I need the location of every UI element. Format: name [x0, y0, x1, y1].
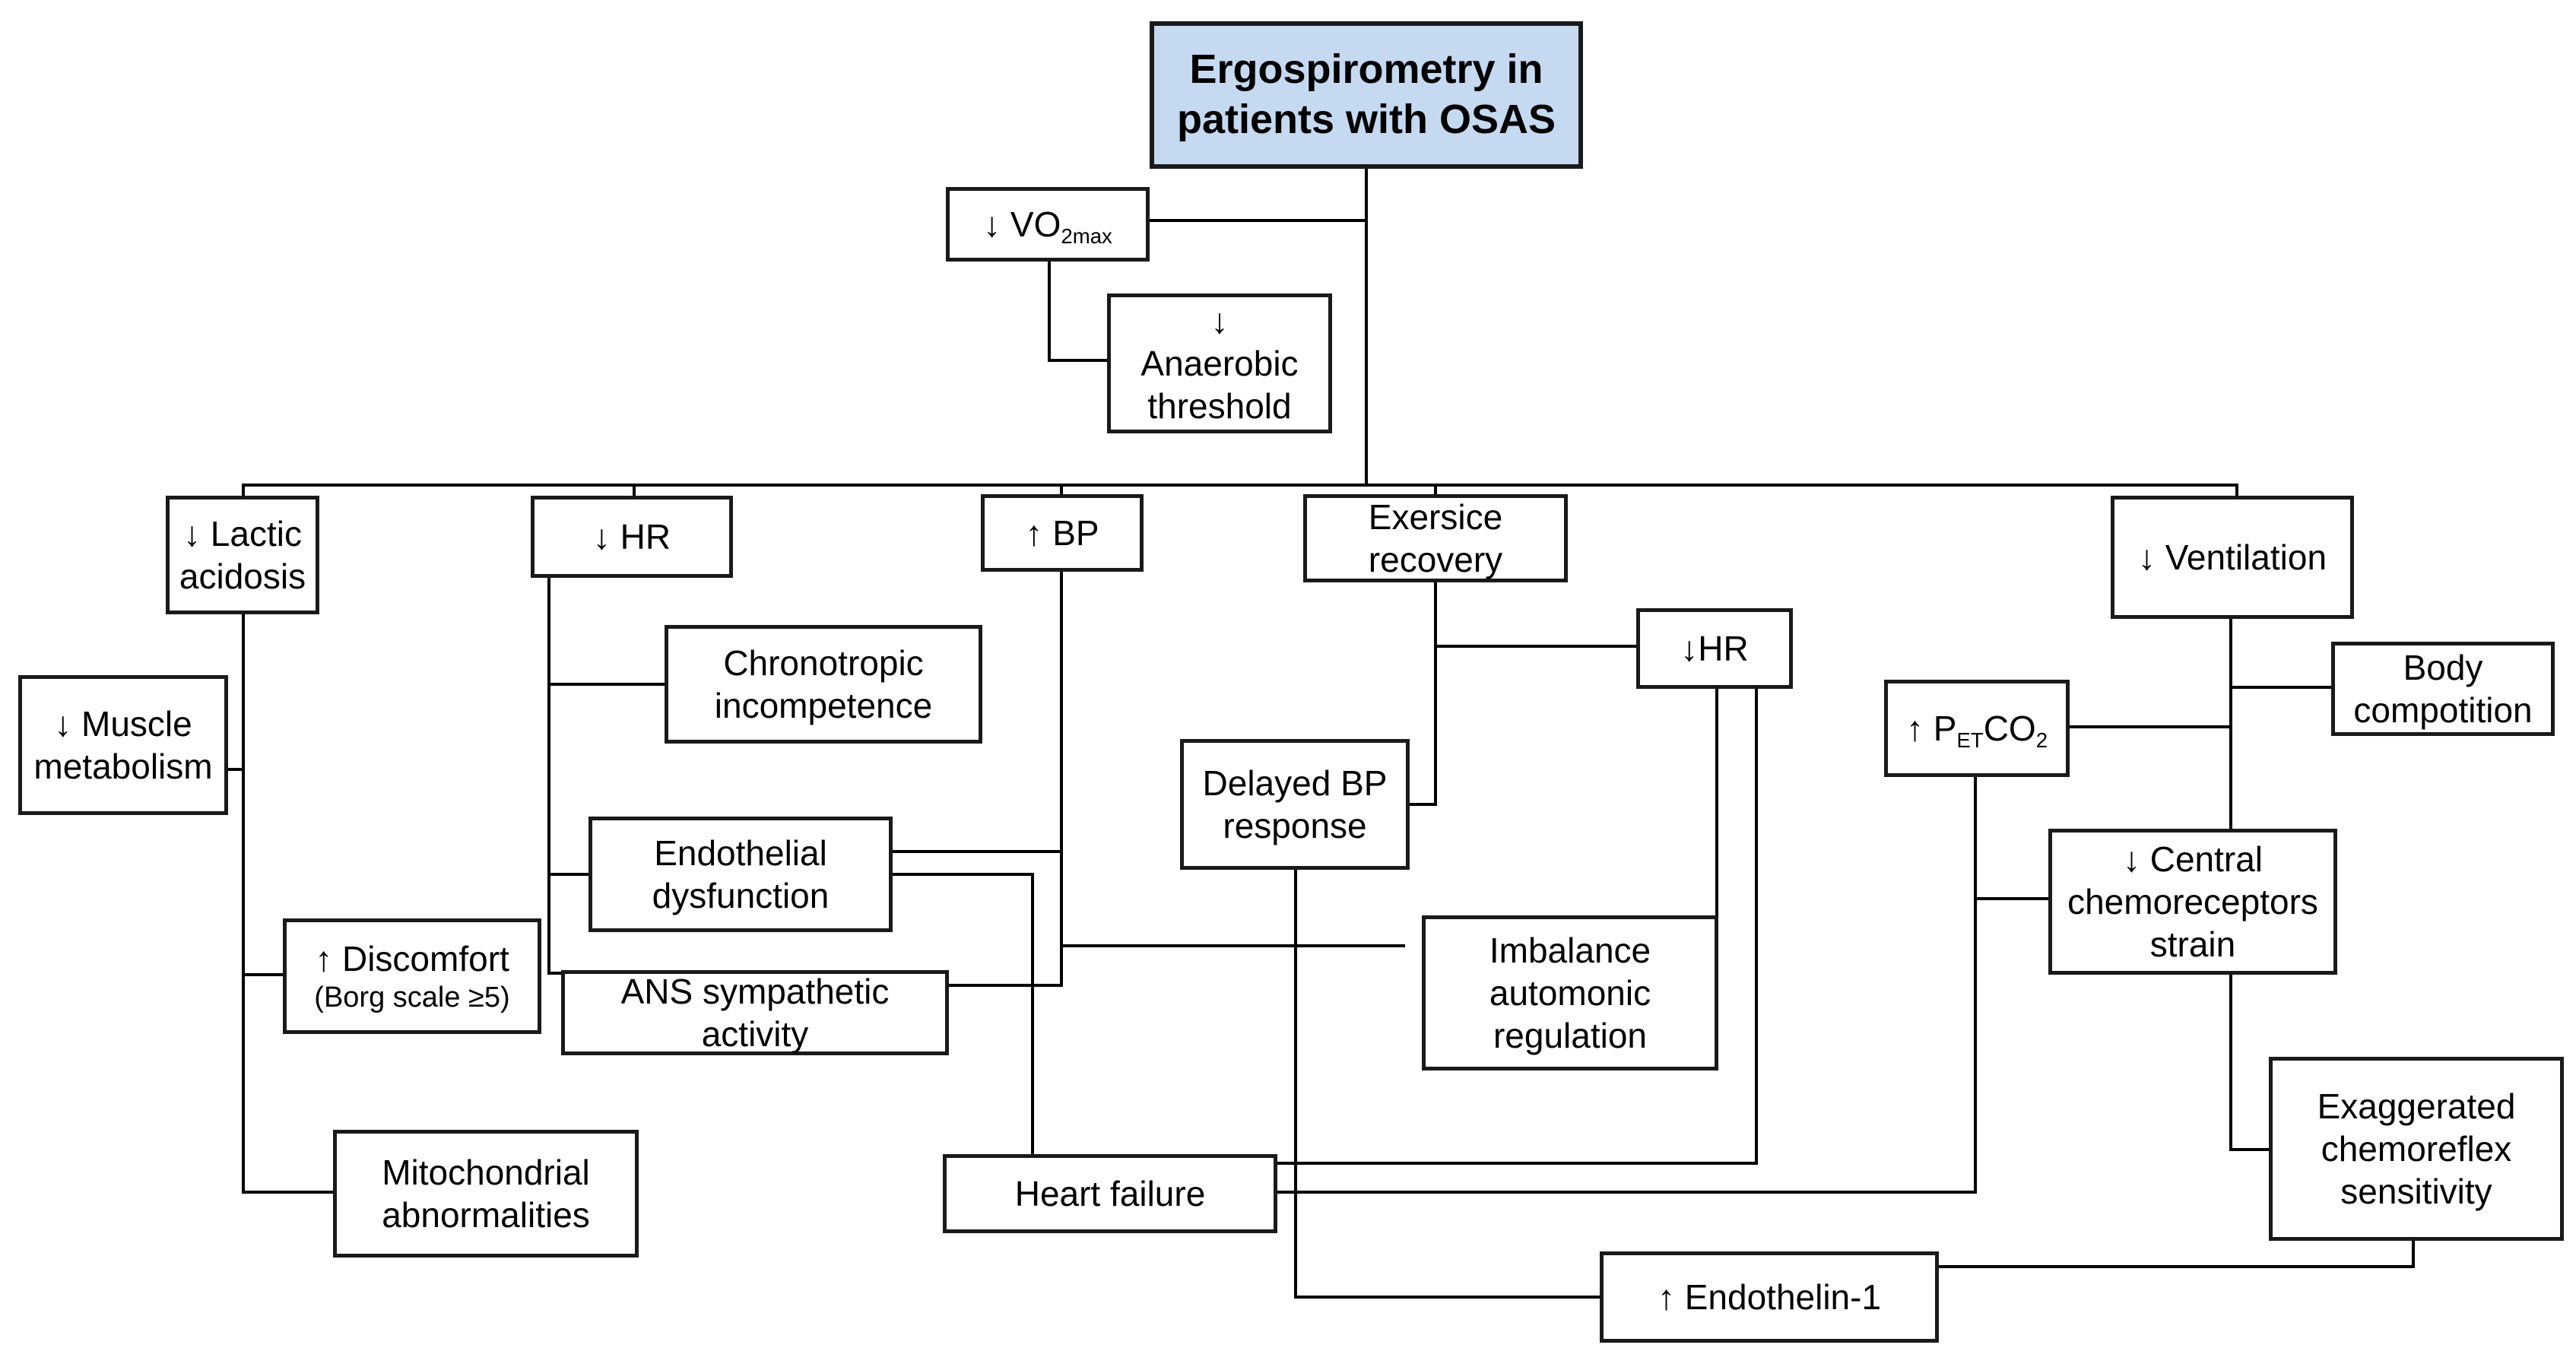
bp-node: ↑ BP [981, 494, 1144, 572]
node-label: automonic [1489, 972, 1651, 1013]
delayed-bp-node: Delayed BP response [1180, 739, 1410, 870]
node-label: Exaggerated [2317, 1086, 2516, 1126]
node-label: ↓ Muscle [54, 703, 192, 744]
ventilation-node: ↓ Ventilation [2111, 496, 2354, 619]
node-label: sensitivity [2340, 1172, 2492, 1212]
central-chemoreceptors-node: ↓ Central chemoreceptors strain [2048, 829, 2337, 975]
hr-recovery-node: ↓HR [1636, 608, 1793, 689]
node-label: acidosis [179, 557, 306, 596]
mitochondrial-node: Mitochondrial abnormalities [333, 1130, 639, 1258]
node-label: strain [2149, 925, 2236, 965]
node-label: Imbalance [1489, 930, 1651, 970]
node-label: compotition [2353, 690, 2533, 730]
node-label: chemoreceptors [2067, 881, 2318, 921]
node-label: dysfunction [652, 876, 830, 915]
muscle-metabolism-node: ↓ Muscle metabolism [18, 675, 228, 815]
node-label: incompetence [714, 686, 933, 725]
title-node: Ergospirometry in patients with OSAS [1150, 21, 1583, 169]
two-subscript: 2 [2035, 728, 2048, 752]
endothelin-node: ↑ Endothelin-1 [1600, 1251, 1939, 1343]
node-label: Body [2403, 647, 2483, 687]
et-subscript: ET [1956, 728, 1984, 752]
vo2max-subscript: 2max [1061, 224, 1112, 248]
node-label: regulation [1493, 1016, 1648, 1056]
vo-text: VO [1010, 204, 1061, 244]
node-label: ↓ Ventilation [2137, 537, 2327, 577]
node-label: activity [701, 1014, 809, 1054]
body-composition-node: Body compotition [2331, 642, 2555, 736]
heart-failure-node: Heart failure [943, 1154, 1277, 1233]
exercise-recovery-node: Exersice recovery [1303, 494, 1568, 582]
node-label: ↓ VO2max [983, 203, 1112, 246]
endothelial-node: Endothelial dysfunction [588, 817, 893, 932]
node-label: ↓ HR [592, 516, 671, 557]
node-label: Chronotropic [723, 642, 924, 683]
node-label: Endothelial [654, 833, 827, 873]
node-label: Delayed BP [1202, 763, 1388, 803]
node-label: threshold [1147, 386, 1292, 427]
node-label: ↓ Central [2122, 839, 2264, 879]
imbalance-node: Imbalance automonic regulation [1422, 915, 1718, 1070]
node-label: Anaerobic [1140, 343, 1299, 383]
co-text: CO [1983, 708, 2036, 748]
node-label: patients with OSAS [1176, 97, 1556, 142]
chronotropic-node: Chronotropic incompetence [665, 625, 982, 744]
node-label: response [1223, 806, 1367, 845]
node-label: ↑ PETCO2 [1906, 707, 2048, 750]
vo2max-node: ↓ VO2max [946, 187, 1150, 262]
node-label: metabolism [33, 747, 213, 786]
node-label: ↑ BP [1025, 512, 1099, 553]
node-label: Heart failure [1014, 1173, 1206, 1213]
node-label: recovery [1368, 540, 1503, 579]
node-label: ↑ Discomfort [315, 938, 509, 978]
node-label: abnormalities [382, 1195, 590, 1235]
anaerobic-threshold-node: ↓ Anaerobic threshold [1107, 293, 1332, 433]
node-label: ↓ [1210, 300, 1229, 341]
lactic-acidosis-node: ↓ Lactic acidosis [166, 496, 319, 614]
discomfort-node: ↑ Discomfort (Borg scale ≥5) [283, 918, 541, 1034]
ans-node: ANS sympathetic activity [561, 970, 949, 1055]
chemoreflex-node: Exaggerated chemoreflex sensitivity [2269, 1057, 2564, 1241]
node-label: (Borg scale ≥5) [314, 981, 510, 1013]
node-label: ↑ Endothelin-1 [1657, 1277, 1882, 1317]
node-label: Ergospirometry in [1189, 46, 1543, 93]
down-arrow: ↓ [983, 204, 1001, 244]
node-label: ↓HR [1680, 628, 1749, 668]
node-label: chemoreflex [2321, 1128, 2512, 1169]
node-label: Mitochondrial [382, 1152, 590, 1192]
petco2-node: ↑ PETCO2 [1884, 680, 2070, 777]
up-arrow-p: ↑ P [1905, 708, 1957, 748]
node-label: ANS sympathetic [620, 971, 890, 1011]
node-label: ↓ Lactic [183, 513, 302, 553]
hr-node: ↓ HR [531, 496, 733, 578]
node-label: Exersice [1368, 496, 1503, 537]
